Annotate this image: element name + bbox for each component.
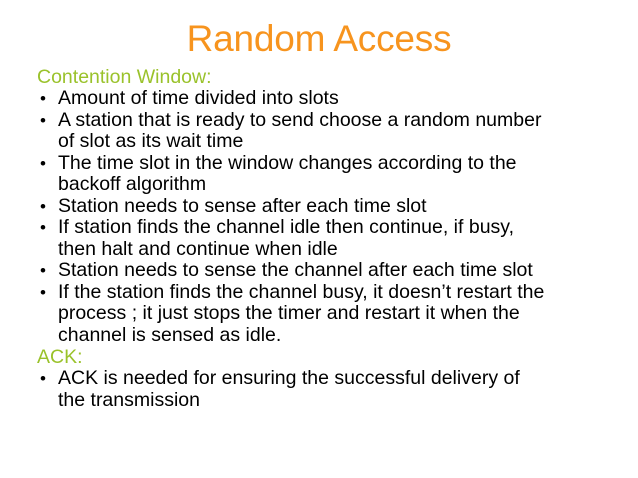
list-item: • The time slot in the window changes acc… [37,151,609,196]
bullet-dot-icon: • [40,110,46,130]
list-item-label: Station needs to sense the channel after… [58,259,609,282]
list-item: • ACK is needed for ensuring the successf… [37,367,609,411]
list-item-line: If station finds the channel idle then c… [58,216,515,238]
list-item: • A station that is ready to send choose … [37,108,609,153]
bullet-dot-icon: • [40,218,46,237]
bullet-dot-icon: • [40,153,46,173]
list-item-label: ACK is needed for ensuring the successfu… [58,367,609,411]
bullet-dot-icon: • [40,196,46,216]
page-title: Random Access [186,18,452,59]
list-item-line: ACK is needed for ensuring the successfu… [58,367,520,389]
bullet-dot-icon: • [40,261,46,280]
list-item-line: of slot as its wait time [58,130,244,152]
bullet-dot-icon: • [40,89,46,108]
list-item: • If station finds the channel idle then … [37,216,609,260]
list-item-line: then halt and continue when idle [58,237,338,260]
list-item-label: The time slot in the window changes acco… [58,151,609,196]
list-item-line: If the station finds the channel busy, i… [58,280,545,303]
section-heading: ACK: [37,346,83,368]
list-item-label: A station that is ready to send choose a… [58,108,609,153]
list-item-line: Station needs to sense the channel after… [58,259,533,281]
list-item-line: process ; it just stops the timer and re… [58,302,520,324]
list-item-line: Station needs to sense after each time s… [58,194,427,217]
bullet-dot-icon: • [40,369,46,388]
list-item-label: Amount of time divided into slots [58,87,609,110]
bullet-dot-icon: • [40,282,46,302]
slide-body: Contention Window:•Amount of time divide… [37,66,609,411]
list-item-line: A station that is ready to send choose a… [58,108,542,131]
list-item: • Amount of time divided into slots [37,87,609,110]
list-item-line: channel is sensed as idle. [58,323,282,346]
list-item: • If the station finds the channel busy, … [37,280,609,347]
list-item-line: the transmission [58,388,200,411]
list-item-label: If the station finds the channel busy, i… [58,280,609,347]
list-item-label: Station needs to sense after each time s… [58,194,609,218]
list-item: • Station needs to sense the channel afte… [37,259,609,282]
list-item-label: If station finds the channel idle then c… [58,216,609,260]
list-item: • Station needs to sense after each time … [37,194,609,218]
list-item-line: Amount of time divided into slots [58,87,339,109]
list-item-line: The time slot in the window changes acco… [58,151,517,174]
section-heading: Contention Window: [37,66,212,88]
list-item-line: backoff algorithm [58,173,207,195]
